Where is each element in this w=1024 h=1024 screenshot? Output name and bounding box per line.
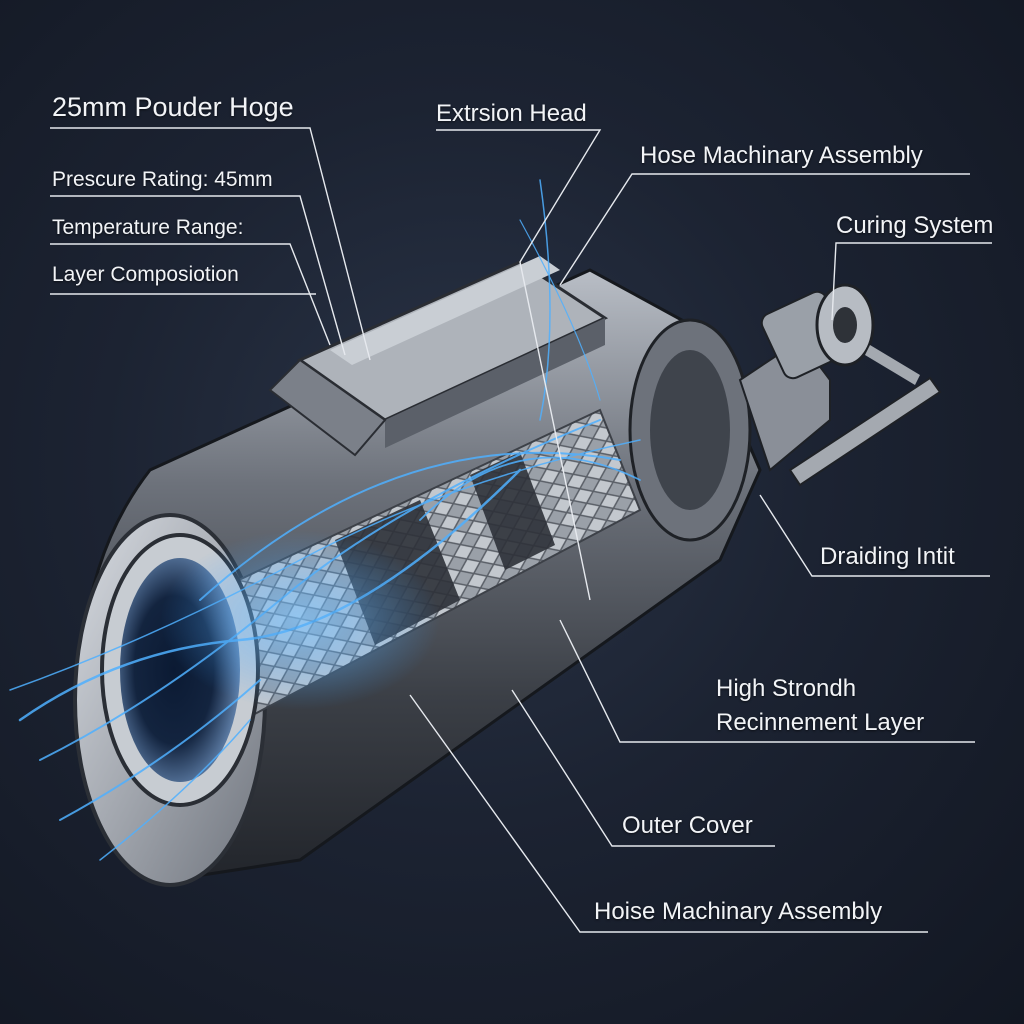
high-strength-line-1: High Strondh xyxy=(716,672,924,706)
extrusion-head-label: Extrsion Head xyxy=(436,100,587,128)
curing-system-unit xyxy=(630,285,940,540)
high-strength-line-2: Recinnement Layer xyxy=(716,706,924,740)
outer-cover-label: Outer Cover xyxy=(622,812,753,840)
curing-system-label: Curing System xyxy=(836,212,993,240)
layer-composition-label: Layer Composiotion xyxy=(52,263,239,287)
hose-machinary-assembly-bottom-label: Hoise Machinary Assembly xyxy=(594,898,882,926)
hose-title-label: 25mm Pouder Hoge xyxy=(52,92,294,123)
pressure-rating-label: Prescure Rating: 45mm xyxy=(52,168,273,192)
temperature-range-label: Temperature Range: xyxy=(52,216,243,240)
high-strength-layer-label: High Strondh Recinnement Layer xyxy=(716,672,924,740)
hose-machinary-assembly-top-label: Hose Machinary Assembly xyxy=(640,142,923,170)
braiding-unit-label: Draiding Intit xyxy=(820,543,955,571)
